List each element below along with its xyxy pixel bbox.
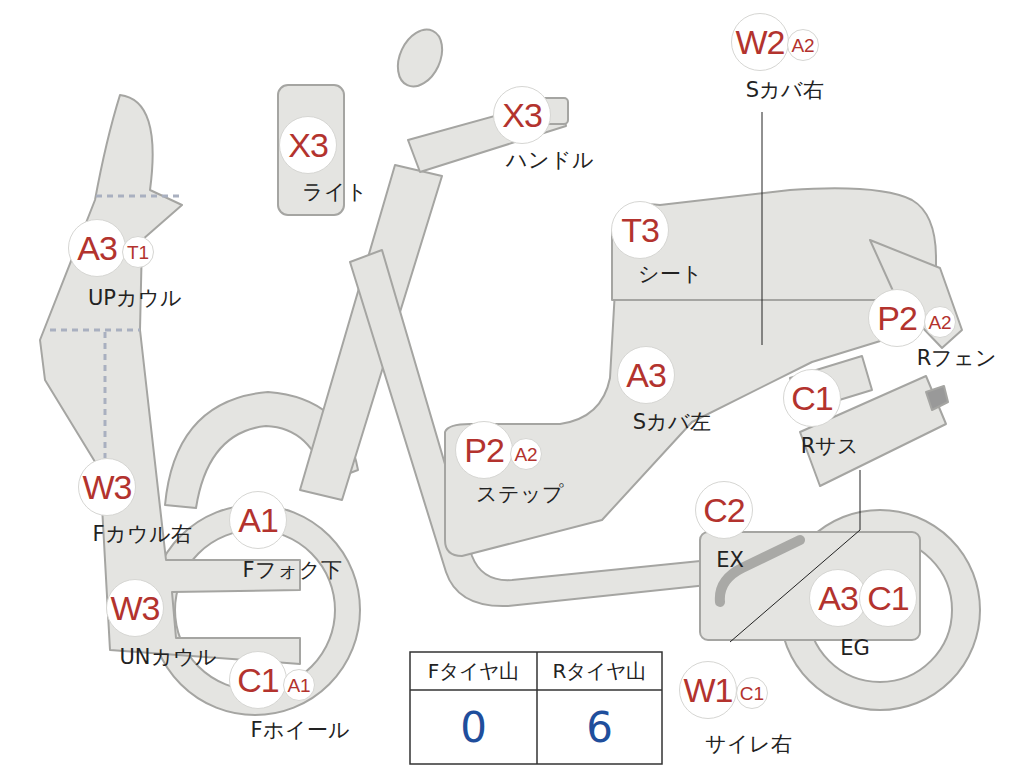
damage-code: P2 — [464, 433, 504, 467]
sub-code-circle: C1 — [736, 677, 768, 709]
scooter-body — [40, 22, 980, 715]
damage-code-circle: W3 — [106, 579, 164, 637]
damage-code: W3 — [83, 470, 132, 504]
damage-code-circle: T3 — [611, 201, 669, 259]
damage-code-circle: C1 — [229, 651, 287, 709]
damage-code-circle: C1 — [859, 569, 917, 627]
damage-code-circle: P2 — [868, 289, 926, 347]
leader-lines — [730, 112, 860, 642]
damage-code: W3 — [111, 591, 160, 625]
part-name: Sカバ左 — [633, 410, 711, 435]
damage-code-circle: P2 — [455, 421, 513, 479]
damage-code: T3 — [621, 213, 659, 247]
damage-code: A2 — [928, 313, 951, 332]
part-name: Rフェン — [917, 346, 998, 371]
part-name: UPカウル — [88, 286, 182, 311]
table-header: Fタイヤ山 — [410, 652, 537, 690]
damage-code-circle: X3 — [493, 86, 551, 144]
panel-seams — [50, 196, 182, 458]
sub-code-circle: A1 — [283, 669, 315, 701]
muffler-tip — [926, 386, 948, 410]
sub-code-circle: A2 — [924, 306, 956, 338]
part-name: Fカウル右 — [92, 522, 191, 547]
sub-code-circle: T1 — [122, 236, 154, 268]
table-rule — [536, 652, 538, 764]
damage-code-circle: A1 — [229, 491, 287, 549]
leader-line — [762, 112, 763, 345]
seam-line — [104, 332, 107, 458]
part-name: サイレ右 — [705, 732, 792, 757]
engine — [700, 532, 920, 640]
part-name: UNカウル — [119, 645, 216, 670]
part-name: Rサス — [801, 434, 860, 459]
part-name: EG — [840, 636, 870, 661]
damage-code-circle: W3 — [78, 458, 136, 516]
part-name: ステップ — [476, 482, 564, 507]
damage-code: A1 — [238, 503, 278, 537]
damage-code: A2 — [514, 445, 537, 464]
damage-code: C1 — [237, 663, 278, 697]
damage-code: T1 — [127, 243, 149, 262]
table-rule — [410, 689, 662, 691]
seat — [612, 188, 936, 300]
damage-code-circle: A3 — [617, 346, 675, 404]
damage-code: W2 — [736, 25, 785, 59]
table-header: Rタイヤ山 — [537, 652, 662, 690]
damage-code-circle: W2 — [731, 13, 789, 71]
damage-code: A3 — [626, 358, 666, 392]
damage-code: A3 — [77, 231, 117, 265]
seam-line — [96, 195, 182, 198]
table-frame — [410, 652, 662, 764]
sub-code-circle: A2 — [510, 438, 542, 470]
damage-code-circle: A3 — [68, 219, 126, 277]
damage-code: P2 — [877, 301, 917, 335]
damage-code: C2 — [703, 493, 744, 527]
seam-line — [50, 329, 140, 332]
part-name: シート — [638, 262, 703, 287]
part-name: EX — [716, 548, 744, 573]
damage-code-circle: C1 — [783, 369, 841, 427]
mirror — [389, 22, 451, 93]
damage-code: W1 — [684, 673, 733, 707]
part-name: ハンドル — [506, 148, 594, 173]
part-name: ライト — [302, 180, 368, 205]
damage-code: A1 — [287, 676, 310, 695]
leader-line — [860, 470, 861, 530]
part-name: Sカバ右 — [746, 78, 824, 103]
damage-code: C1 — [867, 581, 908, 615]
damage-code-circle: W1 — [679, 661, 737, 719]
damage-code: A2 — [791, 36, 814, 55]
sub-code-circle: A2 — [787, 29, 819, 61]
damage-code: X3 — [288, 128, 328, 162]
table-value: 6 — [537, 690, 662, 764]
damage-code: A3 — [818, 581, 858, 615]
tread-table — [410, 652, 662, 764]
damage-code-circle: C2 — [695, 481, 753, 539]
part-name: Fフォク下 — [242, 558, 341, 583]
damage-code: C1 — [740, 684, 764, 703]
damage-code: C1 — [791, 381, 832, 415]
damage-code: X3 — [502, 98, 542, 132]
part-name: Fホイール — [250, 718, 349, 743]
damage-code-circle: X3 — [279, 116, 337, 174]
table-value: 0 — [410, 690, 537, 764]
